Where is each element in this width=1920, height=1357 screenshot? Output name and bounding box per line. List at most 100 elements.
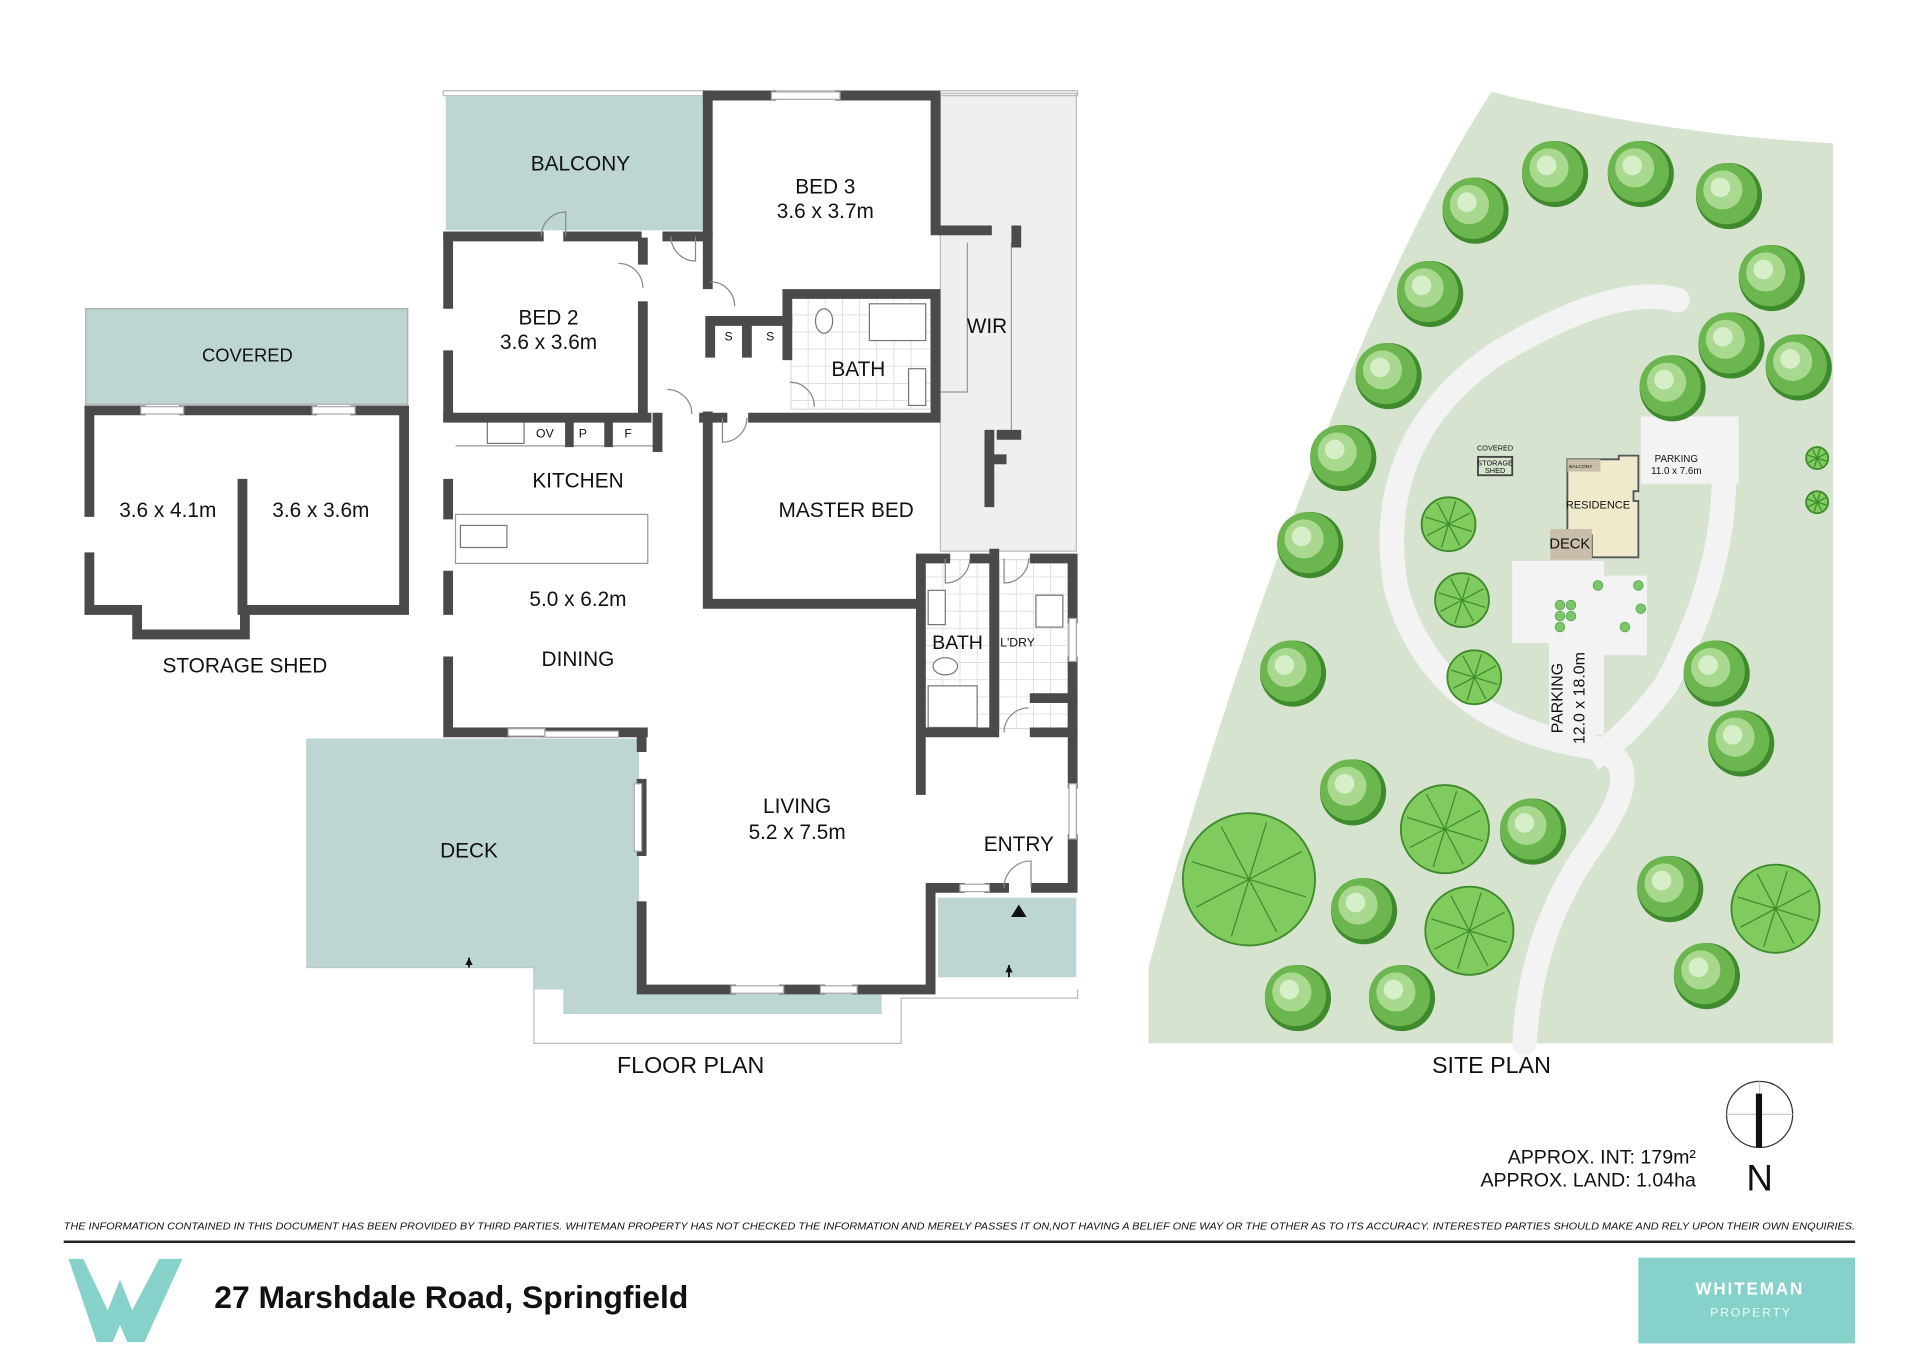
room-label-bath: BATH <box>831 358 885 381</box>
palm-frond <box>1461 576 1470 601</box>
lawn <box>1148 91 1834 1044</box>
palm-frond <box>1448 512 1471 525</box>
palm-frond <box>1461 599 1474 622</box>
palm-frond <box>1775 908 1814 922</box>
tree-icon <box>1780 349 1800 369</box>
palm-frond <box>1813 501 1818 512</box>
palm-frond <box>1431 918 1470 932</box>
room-size-bed3: 3.6 x 3.7m <box>777 200 874 223</box>
shed-room2-size: 3.6 x 3.6m <box>272 499 369 522</box>
tree-icon <box>1514 813 1535 833</box>
fridge-label: F <box>624 426 631 440</box>
palm-frond <box>1434 930 1470 950</box>
palm-frond <box>1775 889 1811 910</box>
approx-internal-area: APPROX. INT: 179m² <box>1508 1146 1697 1168</box>
palm-frond <box>1816 452 1827 459</box>
palm-frond <box>1473 653 1483 678</box>
palm-frond <box>1432 828 1446 868</box>
palm-frond <box>1230 879 1250 937</box>
tree-icon <box>1324 439 1345 460</box>
north-compass: N <box>1725 1080 1794 1198</box>
palm-frond <box>1457 930 1470 969</box>
room-label-wir: WIR <box>967 315 1007 338</box>
tree-icon <box>1334 774 1355 794</box>
tree-icon <box>1722 725 1743 745</box>
site-balcony-label: BALCONY <box>1569 464 1593 470</box>
tree-icon <box>1457 192 1477 212</box>
disclaimer-text: THE INFORMATION CONTAINED IN THIS DOCUME… <box>64 1222 1855 1233</box>
room-label-bed2: BED 2 <box>519 307 579 330</box>
palm-frond <box>1444 828 1483 842</box>
tree-icon <box>1411 275 1432 296</box>
room-size-bed2: 3.6 x 3.6m <box>500 331 597 354</box>
palm-frond <box>1436 502 1450 525</box>
palm-frond <box>1425 793 1446 830</box>
palm-frond <box>1426 523 1449 537</box>
approx-land-area: APPROX. LAND: 1.04ha <box>1480 1170 1696 1192</box>
site-shed-label: SHED <box>1485 466 1505 475</box>
palm-frond <box>1248 851 1302 880</box>
palm-frond <box>1462 655 1475 678</box>
palm-frond <box>1461 588 1484 601</box>
door-swings <box>540 211 1032 888</box>
palm-frond <box>1811 449 1818 459</box>
room-size-dining: 5.0 x 6.2m <box>529 588 626 611</box>
brand-w-logo <box>68 1258 183 1343</box>
balcony-area <box>445 95 706 231</box>
room-label-kitchen: KITCHEN <box>532 469 623 492</box>
whiteman-property-logo: WHITEMAN PROPERTY <box>1638 1257 1856 1344</box>
site-deck-label: DECK <box>1549 537 1590 553</box>
palm-frond <box>1816 501 1827 506</box>
palm-frond <box>1444 828 1464 865</box>
palm-frond <box>1474 676 1498 686</box>
site-storage-label: STORAGE <box>1477 458 1513 467</box>
shed-covered-label: COVERED <box>202 344 293 365</box>
palm-frond <box>1469 911 1505 932</box>
palm-frond <box>1450 578 1463 601</box>
palm-frond <box>1450 669 1475 678</box>
room-label-bed3: BED 3 <box>795 176 855 199</box>
palm-frond <box>1474 665 1497 678</box>
palm-frond <box>1816 501 1823 512</box>
shed-room1-size: 3.6 x 4.1m <box>119 499 216 522</box>
palm-frond <box>1813 457 1818 468</box>
palm-frond <box>1816 457 1823 468</box>
room-label-laundry: L'DRY <box>1000 636 1035 650</box>
palm-frond <box>1774 870 1788 909</box>
room-size-living: 5.2 x 7.5m <box>749 821 846 844</box>
palm-frond <box>1737 896 1776 910</box>
tree-icon <box>1291 526 1312 547</box>
site-covered-label: COVERED <box>1477 444 1513 453</box>
palm-frond <box>1440 524 1450 548</box>
palm-frond <box>1740 908 1776 928</box>
tree-icon <box>1383 979 1404 1000</box>
tree-icon <box>1345 892 1366 913</box>
tree-icon <box>1710 177 1731 198</box>
covered-area <box>85 308 409 405</box>
palm-frond <box>1447 500 1457 525</box>
site-parking-top-size: 11.0 x 7.6m <box>1651 466 1701 477</box>
palm-frond <box>1452 676 1475 690</box>
room-label-master-bed: MASTER BED <box>779 499 914 522</box>
trees <box>1181 140 1832 1032</box>
palm-frond <box>1444 791 1458 830</box>
floor-plan: BALCONY BED 3 3.6 x 3.7m BED 2 3.6 x 3.6… <box>306 90 1079 1078</box>
palm-frond <box>1756 873 1777 909</box>
room-label-living: LIVING <box>763 795 831 818</box>
palm-frond <box>1409 828 1446 849</box>
palm-frond <box>1425 516 1449 525</box>
palm-frond <box>1191 861 1250 880</box>
palm-frond <box>1450 895 1470 932</box>
site-parking-top-label: PARKING <box>1655 454 1698 465</box>
storage-label: S <box>766 330 774 344</box>
palm-frond <box>1448 523 1461 546</box>
palm-frond <box>1816 492 1821 503</box>
svg-text:WHITEMAN: WHITEMAN <box>1695 1278 1804 1298</box>
tree-icon <box>1698 655 1718 675</box>
storage-shed-title: STORAGE SHED <box>162 654 327 677</box>
palm-frond <box>1473 676 1487 700</box>
palm-frond <box>1454 599 1463 624</box>
tree-icon <box>1688 957 1709 978</box>
palm-frond <box>1468 930 1489 967</box>
room-label-balcony: BALCONY <box>531 152 631 175</box>
